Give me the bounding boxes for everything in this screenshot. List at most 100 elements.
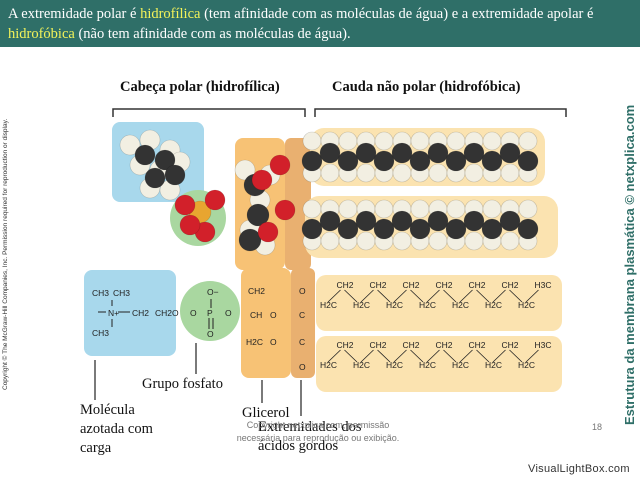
carbon-atom bbox=[319, 142, 341, 164]
phosphate-formula: O− P O O O bbox=[190, 287, 232, 339]
chain-carbon: CH2 bbox=[370, 280, 387, 290]
chain-carbon: CH2 bbox=[370, 340, 387, 350]
svg-text:CH2: CH2 bbox=[132, 308, 149, 318]
chain-carbon: CH2 bbox=[337, 280, 354, 290]
hydrogen-atom bbox=[119, 134, 141, 156]
charged-molecule-label: Molécula azotada com carga bbox=[80, 402, 153, 456]
chain-carbon: H2C bbox=[518, 300, 535, 310]
carbon-atom bbox=[154, 149, 176, 171]
tail-box-upper bbox=[316, 275, 562, 331]
ester-box bbox=[291, 268, 315, 378]
svg-text:CH2: CH2 bbox=[248, 286, 265, 296]
carbon-atom bbox=[355, 142, 377, 164]
svg-text:O: O bbox=[270, 310, 277, 320]
banner-text-3: (não tem afinidade com as moléculas de á… bbox=[74, 26, 351, 42]
carbon-atom bbox=[409, 150, 431, 172]
svg-text:C: C bbox=[299, 310, 305, 320]
carbon-atom bbox=[301, 218, 323, 240]
phosphate-label: Grupo fosfato bbox=[142, 376, 223, 392]
glycerol-formula: CH2 CH H2C O O bbox=[246, 286, 277, 347]
svg-text:CH3: CH3 bbox=[92, 328, 109, 338]
svg-text:O: O bbox=[172, 308, 179, 318]
chain-carbon: H3C bbox=[535, 280, 552, 290]
carbon-atom bbox=[409, 218, 431, 240]
chain-carbon: H2C bbox=[419, 360, 436, 370]
oxygen-atom bbox=[257, 221, 279, 243]
chain-carbon: H2C bbox=[518, 360, 535, 370]
chain-carbon: H2C bbox=[353, 300, 370, 310]
oxygen-atom bbox=[269, 154, 291, 176]
carbon-atom bbox=[246, 203, 270, 227]
page-number: 18 bbox=[592, 422, 603, 432]
oxygen-atom bbox=[251, 169, 273, 191]
copyright-vertical: Copyright © The McGraw-Hill Companies, I… bbox=[2, 118, 9, 390]
svg-text:CH3: CH3 bbox=[113, 288, 130, 298]
chain-carbon: CH2 bbox=[337, 340, 354, 350]
carbon-atom bbox=[391, 142, 413, 164]
chain-carbon: CH2 bbox=[502, 280, 519, 290]
svg-text:CH: CH bbox=[250, 310, 262, 320]
choline-box bbox=[84, 270, 176, 356]
carbon-atom bbox=[463, 210, 485, 232]
chain-carbon: H2C bbox=[320, 300, 337, 310]
svg-text:O: O bbox=[207, 329, 214, 339]
chain-carbon: H2C bbox=[386, 300, 403, 310]
chain-carbon: H2C bbox=[485, 360, 502, 370]
oxygen-atom bbox=[204, 189, 226, 211]
carbon-atom bbox=[391, 210, 413, 232]
carbon-atom bbox=[373, 150, 395, 172]
phosphate-circle bbox=[180, 281, 240, 341]
carbon-atom bbox=[238, 228, 262, 252]
svg-text:CH2: CH2 bbox=[155, 308, 172, 318]
carbon-atom bbox=[499, 142, 521, 164]
chain-carbon: CH2 bbox=[436, 280, 453, 290]
carbon-atom bbox=[164, 164, 186, 186]
watermark: VisualLightBox.com bbox=[528, 463, 630, 475]
svg-text:H2C: H2C bbox=[246, 337, 263, 347]
polar-head-label: Cabeça polar (hidrofílica) bbox=[120, 79, 280, 95]
chain-carbon: H2C bbox=[353, 360, 370, 370]
chain-carbon: H2C bbox=[386, 360, 403, 370]
carbon-atom bbox=[517, 218, 539, 240]
nonpolar-tail-bracket bbox=[314, 108, 567, 117]
carbon-atom bbox=[301, 150, 323, 172]
carbon-atom bbox=[337, 218, 359, 240]
glycerol-box bbox=[241, 268, 291, 378]
banner-text-1: A extremidade polar é bbox=[8, 6, 141, 22]
banner-highlight-hydrophilic: hidrofílica bbox=[140, 6, 201, 22]
carbon-atom bbox=[481, 218, 503, 240]
carbon-atom bbox=[134, 144, 156, 166]
chain-carbon: H2C bbox=[485, 300, 502, 310]
carbon-atom bbox=[355, 210, 377, 232]
svg-text:O: O bbox=[270, 337, 277, 347]
carbon-atom bbox=[463, 142, 485, 164]
carbon-atom bbox=[144, 167, 166, 189]
carbon-atom bbox=[499, 210, 521, 232]
hydrogen-atom bbox=[234, 159, 256, 181]
svg-text:C: C bbox=[299, 337, 305, 347]
oxygen-atom bbox=[179, 214, 201, 236]
svg-text:N+: N+ bbox=[108, 308, 119, 318]
hydrogen-atom bbox=[518, 131, 538, 151]
svg-text:O: O bbox=[299, 286, 306, 296]
carbon-atom bbox=[481, 150, 503, 172]
polar-head-bracket bbox=[112, 108, 306, 117]
chain-carbon: CH2 bbox=[403, 280, 420, 290]
footer-note: Copyright netxplica.com, permissão neces… bbox=[236, 420, 400, 443]
carbon-atom bbox=[337, 150, 359, 172]
header-banner: A extremidade polar é hidrofílica (tem a… bbox=[0, 0, 640, 47]
banner-text-2: (tem afinidade com as moléculas de água)… bbox=[200, 6, 594, 22]
chain-carbon: CH2 bbox=[469, 340, 486, 350]
carbon-atom bbox=[427, 142, 449, 164]
carbon-atom bbox=[373, 218, 395, 240]
carbon-atom bbox=[319, 210, 341, 232]
choline-formula: CH3 CH3 N+ CH3 CH2 CH2 O bbox=[92, 288, 179, 338]
fatty-acid-chains: H2CCH2H2CCH2H2CCH2H2CCH2H2CCH2H2CCH2H2CH… bbox=[320, 280, 552, 370]
carbon-atom bbox=[517, 150, 539, 172]
banner-highlight-hydrophobic: hidrofóbica bbox=[8, 26, 75, 42]
svg-text:O: O bbox=[190, 308, 197, 318]
carbon-atom bbox=[427, 210, 449, 232]
svg-text:P: P bbox=[207, 308, 213, 318]
